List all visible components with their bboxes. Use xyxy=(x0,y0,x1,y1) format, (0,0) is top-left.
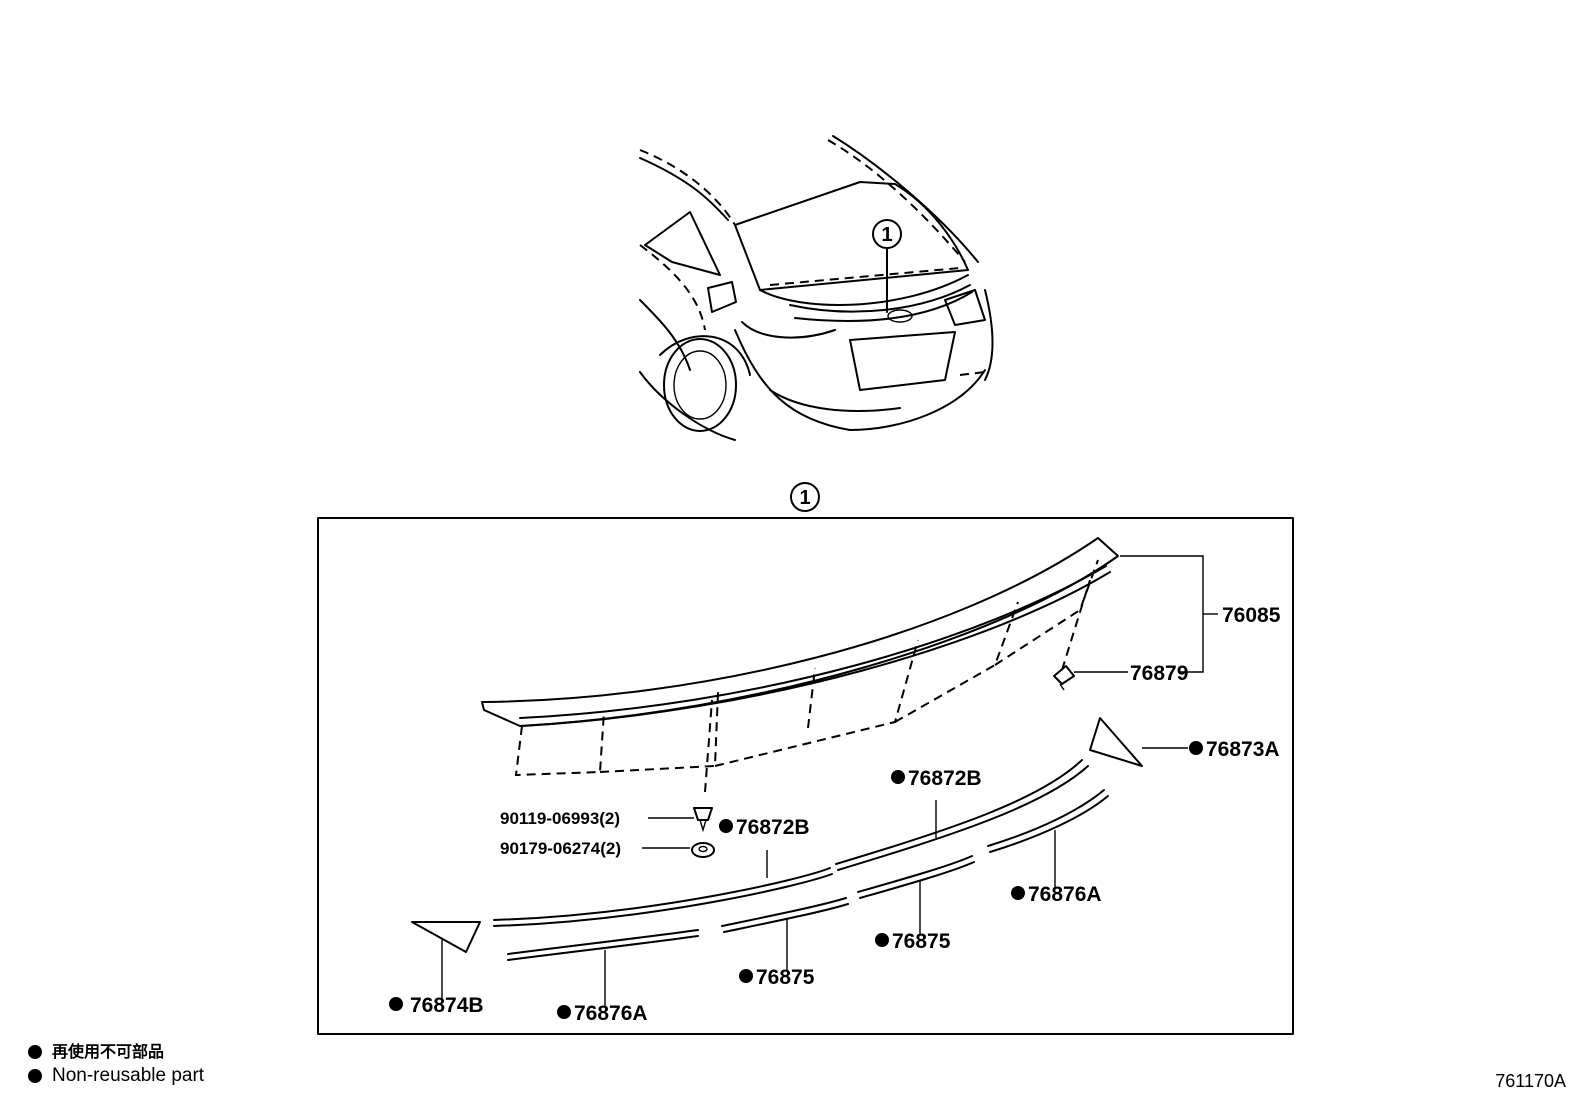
label-76875-left: 76875 xyxy=(756,966,815,989)
label-76879: 76879 xyxy=(1130,662,1188,685)
label-76872B-left: 76872B xyxy=(736,816,810,839)
detail-frame xyxy=(317,517,1294,1035)
clip-76879 xyxy=(1053,665,1075,691)
strip-76872B xyxy=(493,759,1089,927)
legend-dot xyxy=(28,1045,42,1059)
non-reusable-dot xyxy=(891,770,905,784)
label-76872B-right: 76872B xyxy=(908,767,982,790)
spoiler-part xyxy=(481,537,1119,793)
strip-76875-right xyxy=(857,855,975,899)
strip-76875-left xyxy=(721,897,849,933)
non-reusable-dot xyxy=(557,1005,571,1019)
callout-circle-detail xyxy=(790,482,820,512)
legend-japanese: 再使用不可部品 xyxy=(28,1040,164,1064)
legend-english: Non-reusable part xyxy=(28,1064,204,1088)
triangle-76874B xyxy=(411,921,481,953)
label-76874B: 76874B xyxy=(410,994,484,1017)
non-reusable-dot xyxy=(389,997,403,1011)
non-reusable-dot xyxy=(875,933,889,947)
strip-76876A-left xyxy=(507,929,699,961)
non-reusable-dot xyxy=(719,819,733,833)
non-reusable-dot xyxy=(1011,886,1025,900)
legend-dot xyxy=(28,1069,42,1083)
label-76876A-left: 76876A xyxy=(574,1002,648,1025)
callout-number-car: 1 xyxy=(881,224,892,246)
illustration-code: 761170A xyxy=(1495,1071,1566,1091)
label-76875-right: 76875 xyxy=(892,930,951,953)
callout-circle-car xyxy=(872,219,902,249)
label-90179-06274: 90179-06274(2) xyxy=(500,839,621,858)
fastener-90179 xyxy=(691,842,715,858)
legend-japanese-text: 再使用不可部品 xyxy=(52,1042,165,1061)
label-76085: 76085 xyxy=(1222,604,1281,627)
non-reusable-dot xyxy=(739,969,753,983)
fastener-90119 xyxy=(693,807,713,833)
callout-number-detail: 1 xyxy=(799,487,810,509)
label-76873A: 76873A xyxy=(1206,738,1280,761)
car-rear-illustration: 1 xyxy=(639,135,994,441)
triangle-76873A xyxy=(1089,717,1143,767)
label-76876A-right: 76876A xyxy=(1028,883,1102,906)
non-reusable-dot xyxy=(1189,741,1203,755)
legend-english-text: Non-reusable part xyxy=(52,1065,205,1086)
strip-76876A-right xyxy=(987,789,1109,853)
label-90119-06993: 90119-06993(2) xyxy=(500,809,620,828)
